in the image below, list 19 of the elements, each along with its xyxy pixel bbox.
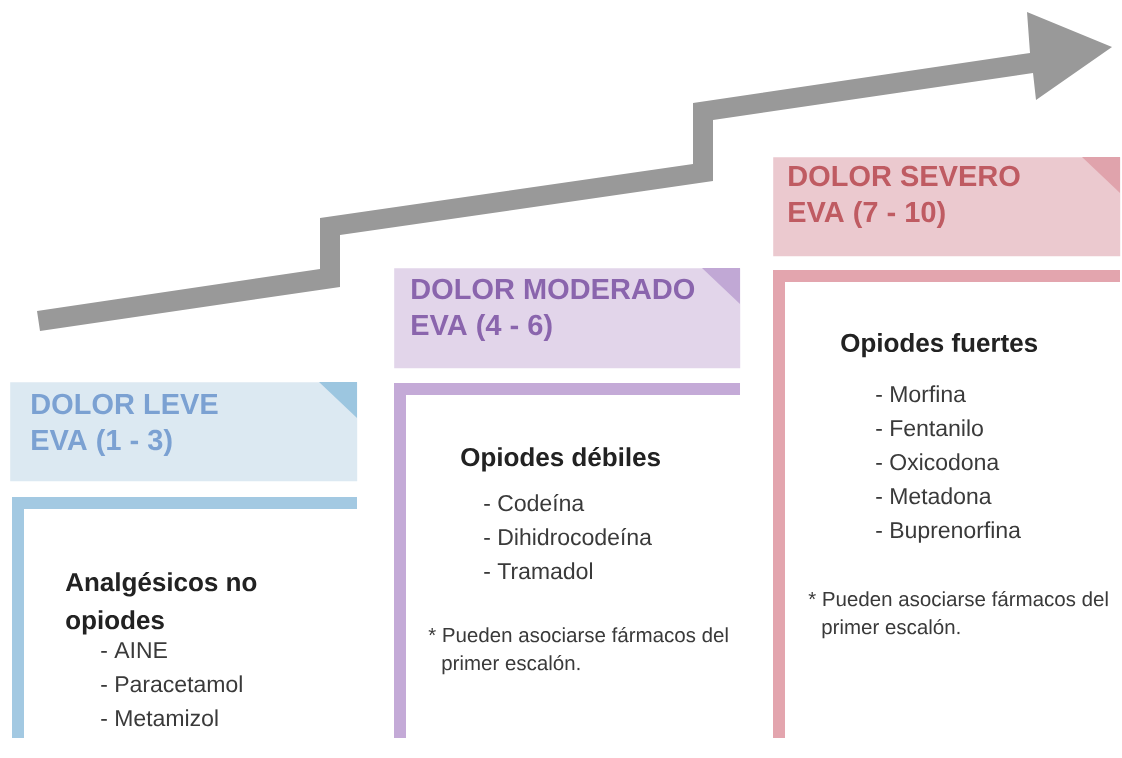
drug-list-item: - AINE xyxy=(101,642,167,658)
category-heading: Opiodes débiles xyxy=(461,447,660,472)
drug-list-item: - Paracetamol xyxy=(101,675,242,693)
drug-list-item: - Metadona xyxy=(876,487,992,505)
drug-list-item: - Fentanilo xyxy=(876,419,983,437)
drug-list-item: - Dihidrocodeína xyxy=(484,528,652,546)
category-heading: Opiodes fuertes xyxy=(841,333,1038,358)
drug-list-item: - Codeína xyxy=(484,494,585,512)
level-header-box: DOLOR LEVE EVA (1 - 3) xyxy=(10,382,358,482)
drug-list-item: - Morfina xyxy=(876,385,966,403)
drug-list-item: - Tramadol xyxy=(484,562,592,580)
footnote: * Pueden asociarse fármacos del primer escalón. xyxy=(428,627,728,675)
footnote: * Pueden asociarse fármacos del primer escalón. xyxy=(808,591,1108,639)
drug-list-item: - Buprenorfina xyxy=(876,521,1021,543)
drug-list-item: - Metamizol xyxy=(101,709,218,727)
drug-list-item: - Oxicodona xyxy=(876,453,1000,471)
level-header-box: DOLOR SEVERO EVA (7 - 10) xyxy=(773,157,1121,257)
level-header-box: DOLOR MODERADO EVA (4 - 6) xyxy=(394,268,741,369)
category-heading: Analgésicos no opiodes xyxy=(65,572,257,635)
